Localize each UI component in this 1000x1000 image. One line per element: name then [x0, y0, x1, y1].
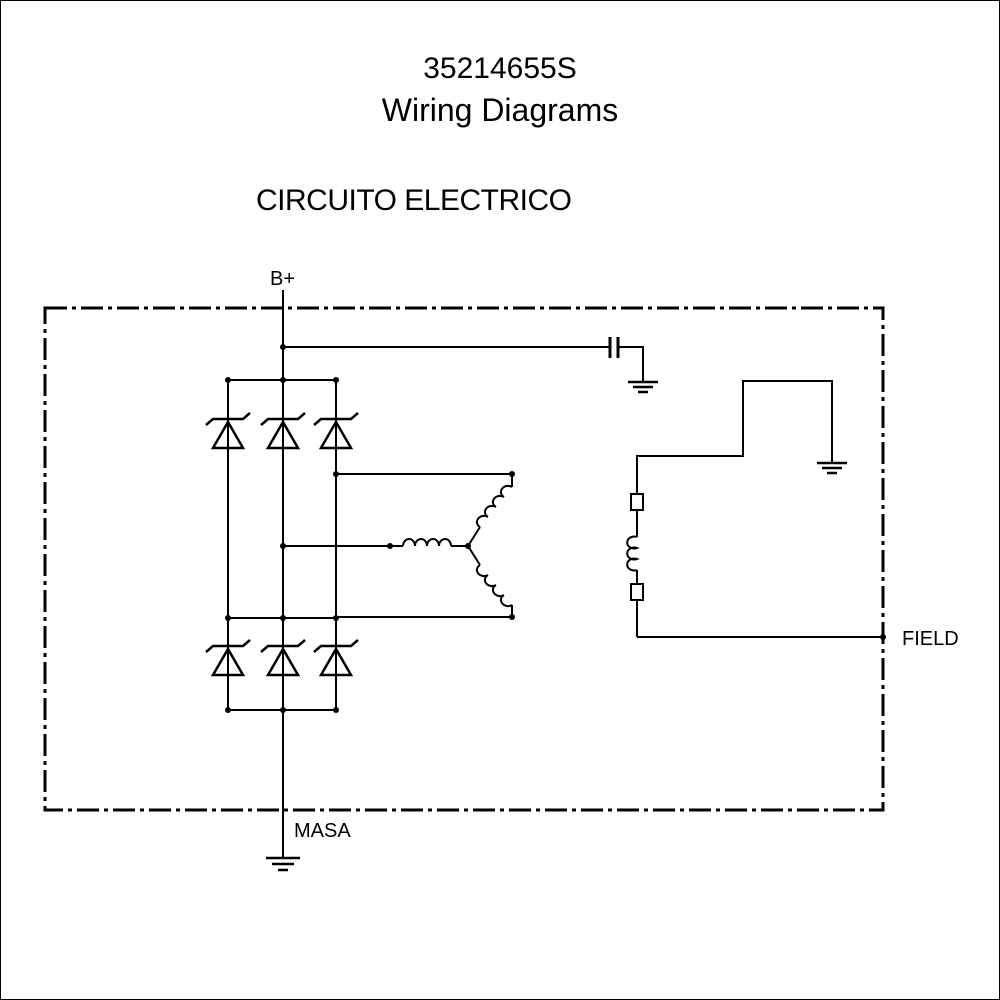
- upper-diode-3-icon: [313, 380, 359, 618]
- field-label: FIELD: [902, 628, 959, 650]
- diagram-subtitle: Wiring Diagrams: [381, 92, 619, 128]
- masa-label: MASA: [294, 820, 351, 842]
- masa-ground-icon: [266, 856, 300, 872]
- brush-lower-icon: [630, 583, 644, 601]
- junction-dots: [225, 344, 886, 713]
- brush-upper-icon: [630, 493, 644, 511]
- enclosure-boundary: [43, 306, 885, 812]
- field-ground-icon: [817, 461, 847, 475]
- lower-diode-3-icon: [313, 618, 359, 710]
- circuit-heading: CIRCUITO ELECTRICO: [256, 184, 572, 217]
- rotor-winding-icon: [626, 535, 640, 572]
- lower-diode-1-icon: [205, 618, 251, 710]
- stator-winding-horizontal-icon: [390, 538, 468, 547]
- stator-winding-upper-icon: [467, 474, 513, 547]
- capacitor-ground-icon: [628, 380, 658, 394]
- b-plus-label: B+: [270, 268, 296, 290]
- upper-diode-1-icon: [205, 380, 251, 618]
- capacitor-branch: [283, 337, 644, 382]
- field-circuit: [626, 380, 883, 638]
- stator-winding-lower-icon: [467, 545, 513, 617]
- lower-diode-2-icon: [260, 639, 306, 677]
- upper-diode-2-icon: [260, 412, 306, 450]
- diagram-part-number: 35214655S: [423, 52, 577, 85]
